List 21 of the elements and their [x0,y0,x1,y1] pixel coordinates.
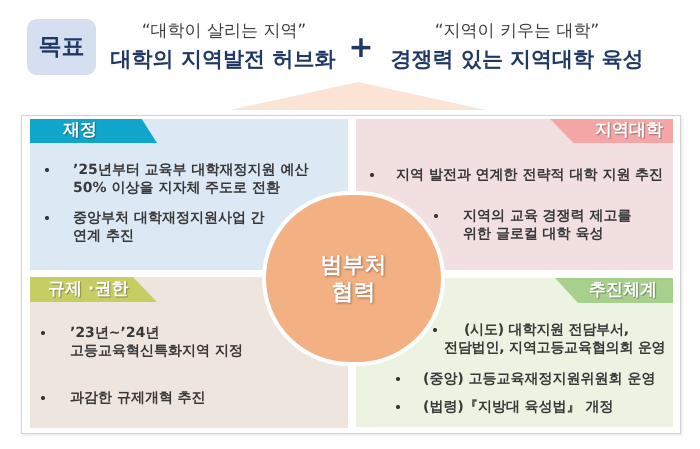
plus-sign: + [348,33,374,63]
bullet-text: (시도) 대학지원 전담부서, 전담법인, 지역고등교육협의회 운영 [444,321,666,357]
section-tab: 지역대학 [550,119,673,143]
circle-text: 범부처 협력 [320,252,388,306]
section-tab: 재정 [30,119,157,143]
bullet-text: 중앙부처 대학재정지원사업 간 연계 추진 [73,209,266,245]
bullet-text: ’23년~’24년 고등교육혁신특화지역 지정 [70,324,244,360]
triangle-shape [230,82,486,110]
goal-quote: “지역이 키우는 대학” [434,20,600,42]
goal-badge: 목표 [27,19,96,75]
bullet-text: 지역 발전과 연계한 전략적 대학 지원 추진 [396,166,664,184]
bullet-text: (법령)『지방대 육성법』 개정 [423,398,615,416]
goal-heading: 경쟁력 있는 지역대학 육성 [390,46,644,72]
section-tab: 규제 ·권한 [30,277,157,302]
section-tab: 추진체계 [555,278,673,303]
goal-heading: 대학의 지역발전 허브화 [110,46,336,72]
bullet-text: ’25년부터 교육부 대학재정지원 예산 50% 이상을 지자체 주도로 전환 [73,161,310,197]
bullet-text: 지역의 교육 경쟁력 제고를 위한 글로컬 대학 육성 [463,207,633,243]
goal-quote: “대학이 살리는 지역” [142,20,306,42]
bullet-text: (중앙) 고등교육재정지원위원회 운영 [423,370,657,388]
bullet-text: 과감한 규제개혁 추진 [70,389,207,407]
